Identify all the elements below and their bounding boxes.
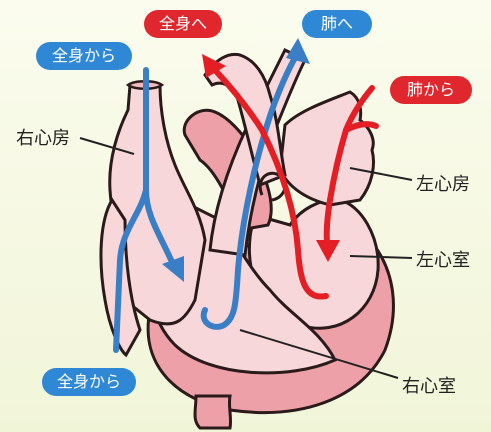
vessel-bottom <box>195 396 231 428</box>
badge-from-body-top: 全身から <box>36 42 132 70</box>
label-left-atrium: 左心房 <box>416 170 470 196</box>
label-left-ventricle: 左心室 <box>416 246 470 272</box>
label-right-atrium: 右心房 <box>16 124 70 150</box>
badge-from-lungs: 肺から <box>390 76 472 104</box>
badge-from-body-bottom: 全身から <box>42 368 136 396</box>
label-right-ventricle: 右心室 <box>402 372 456 398</box>
badge-to-body: 全身へ <box>144 10 222 38</box>
badge-to-lungs: 肺へ <box>302 10 372 38</box>
